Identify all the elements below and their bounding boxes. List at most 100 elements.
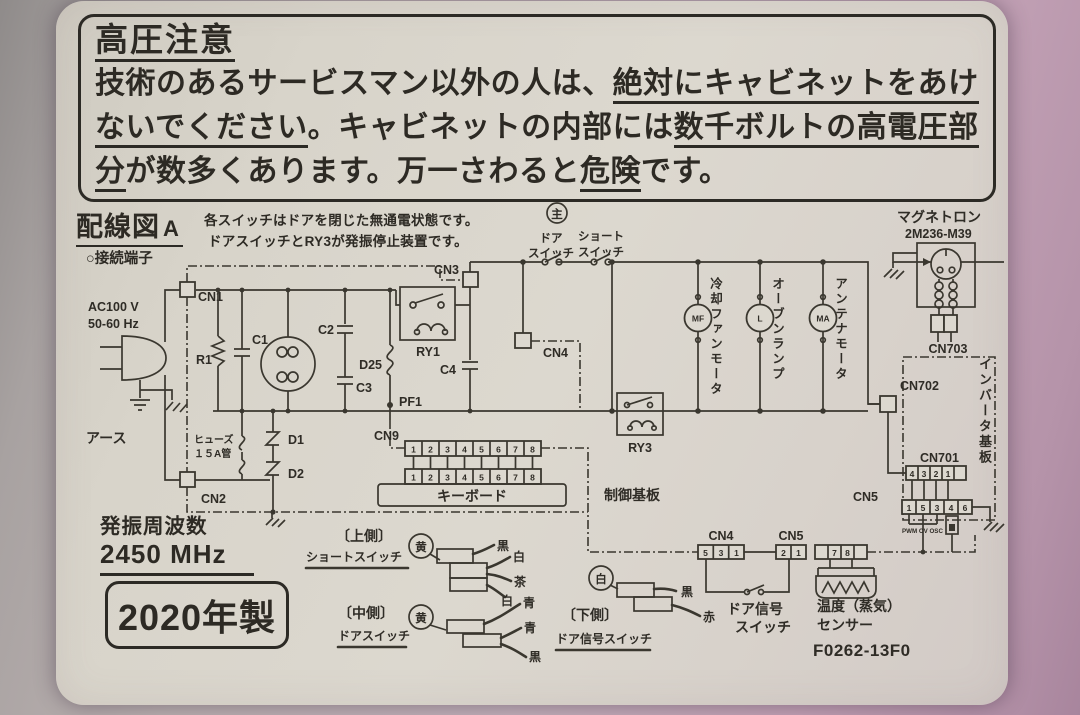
earth-ground-icon bbox=[130, 399, 150, 411]
wire-color: 茶 bbox=[513, 574, 527, 589]
r1-label: R1 bbox=[196, 353, 212, 367]
kb-pin: 8 bbox=[530, 445, 535, 455]
switch-detail-upper: 〔上側〕 ショートスイッチ 黄 黒 白 茶 白 bbox=[304, 528, 527, 608]
d25-label: D25 bbox=[359, 358, 382, 372]
sensor-section: 7 8 温度（蒸気） センサー F0262-13F0 bbox=[813, 535, 976, 660]
c1-label: C1 bbox=[252, 333, 268, 347]
c1-capacitor bbox=[234, 290, 250, 411]
door-switch-contact bbox=[544, 253, 562, 263]
door-signal-contact bbox=[746, 584, 765, 593]
sensor-pin: 7 bbox=[832, 548, 837, 558]
motor-loads: MF L MA bbox=[683, 259, 838, 414]
sensor-pin: 8 bbox=[845, 548, 850, 558]
door-switch-label-1: ドア bbox=[540, 232, 563, 245]
thermistor-zigzag bbox=[821, 580, 870, 595]
warning-box: 高圧注意 技術のあるサービスマン以外の人は、絶対にキャビネットをあけ ないでくだ… bbox=[78, 14, 996, 202]
tag-color: 白 bbox=[595, 572, 607, 586]
magnetron-ground-icon bbox=[883, 262, 905, 280]
oven-lamp-label: オーブンランプ bbox=[770, 277, 784, 382]
arrow-icon bbox=[923, 258, 931, 266]
sensor-label-2: センサー bbox=[817, 617, 873, 633]
d25-varistor bbox=[386, 290, 394, 411]
chassis-ground-icon bbox=[165, 401, 188, 413]
ry3-label: RY3 bbox=[628, 441, 652, 455]
fan-motor-symbol: MF bbox=[692, 314, 704, 324]
oven-lamp-icon bbox=[745, 303, 775, 333]
cn701-pin: 4 bbox=[910, 469, 915, 479]
cooling-fan-motor-label: 冷却ファンモータ bbox=[708, 277, 722, 397]
door-signal-label-2: スイッチ bbox=[735, 619, 791, 635]
main-mark: 主 bbox=[551, 207, 563, 221]
inverter-board: CN702 CN701 4 3 2 1 CN5 1 5 3 4 6 PWM OV… bbox=[853, 356, 1005, 552]
fan-motor-icon bbox=[683, 303, 713, 333]
switch-body bbox=[436, 548, 474, 564]
antenna-motor-icon bbox=[808, 303, 838, 333]
ds-cn5-label: CN5 bbox=[778, 529, 803, 543]
cn2-label: CN2 bbox=[201, 492, 226, 506]
magnetron-model: 2M236-M39 bbox=[905, 227, 972, 241]
ry1-relay bbox=[399, 286, 456, 341]
keyboard-label: キーボード bbox=[437, 488, 507, 504]
magnetron-section: マグネトロン 2M236-M39 CN703 bbox=[883, 209, 1004, 356]
keyboard-box bbox=[377, 483, 567, 507]
cn4-connector bbox=[514, 332, 532, 349]
warning-line-2: ないでください。キャビネットの内部には数千ボルトの高電圧部 bbox=[95, 106, 979, 150]
primary-circuit: R1 C1 C2 C3 D25 PF1 ヒューズ １５А管 D1 D2 bbox=[194, 287, 868, 515]
part-number: F0262-13F0 bbox=[813, 641, 911, 660]
cn701-pin: 2 bbox=[934, 469, 939, 479]
door-switch-label-2: スイッチ bbox=[528, 247, 574, 260]
main-mark-circle bbox=[546, 202, 568, 224]
cn3-connector bbox=[462, 271, 479, 288]
cn703-label: CN703 bbox=[929, 342, 968, 356]
d2-label: D2 bbox=[288, 467, 304, 481]
kb-pin: 1 bbox=[411, 445, 416, 455]
warning-line-1: 技術のあるサービスマン以外の人は、絶対にキャビネットをあけ bbox=[95, 62, 979, 106]
inverter-board-label: インバータ基板 bbox=[977, 357, 992, 466]
oven-lamp-symbol: L bbox=[757, 314, 762, 324]
ds-pin: 1 bbox=[734, 548, 739, 558]
cn701-label: CN701 bbox=[920, 451, 959, 465]
c2-c3-capacitors bbox=[337, 290, 353, 411]
kb-pin: 7 bbox=[513, 473, 518, 483]
cn5-pin: 1 bbox=[907, 503, 912, 513]
d1-d2-diodes bbox=[263, 411, 282, 512]
ac-inlet-circuit: AC100 V 50-60 Hz アース bbox=[86, 289, 188, 481]
top-line-switches: 主 ドア スイッチ ショート スイッチ CN4 bbox=[470, 202, 880, 414]
middle-name-label: ドアスイッチ bbox=[338, 629, 410, 643]
wire-color: 黒 bbox=[497, 539, 509, 553]
cn9-label: CN9 bbox=[374, 429, 399, 443]
plug-prongs bbox=[100, 346, 122, 370]
cn701-pin: 3 bbox=[922, 469, 927, 479]
cn702-connector bbox=[879, 395, 897, 413]
inverter-ground-icon bbox=[972, 506, 1005, 533]
kb-pin: 2 bbox=[428, 473, 433, 483]
control-board-dashdot bbox=[541, 447, 698, 553]
tag-color: 黄 bbox=[415, 611, 427, 625]
line-connectors: CN1 CN2 bbox=[179, 265, 588, 528]
switch-body bbox=[449, 577, 488, 592]
keyboard-section: CN9 1 2 3 4 5 6 7 8 1 2 3 4 5 6 7 8 キーボー… bbox=[374, 411, 698, 553]
antenna-motor-label: アンテナモータ bbox=[833, 277, 847, 382]
frequency-value: 2450 MHz bbox=[100, 539, 227, 569]
cn701-pin: 1 bbox=[946, 469, 951, 479]
pf1-label: PF1 bbox=[399, 395, 422, 409]
diagram-note-1: 各スイッチはドアを閉じた無通電状態です。 bbox=[204, 213, 479, 228]
ac-frequency-label: 50-60 Hz bbox=[88, 317, 139, 331]
relay3-section: RY3 bbox=[616, 392, 664, 455]
thermistor-body bbox=[815, 575, 877, 599]
fuse-branch bbox=[195, 411, 270, 481]
cn5-inverter-label: CN5 bbox=[853, 490, 878, 504]
earth-wire bbox=[139, 380, 173, 400]
switch-body bbox=[446, 619, 485, 634]
frequency-label: 発振周波数 bbox=[100, 515, 208, 538]
door-signal-section: CN4 5 3 1 CN5 2 1 ドア信号 スイッチ bbox=[697, 529, 807, 635]
kb-pin: 7 bbox=[513, 445, 518, 455]
cn5-pin: 4 bbox=[949, 503, 954, 513]
signal-ground-icon bbox=[265, 512, 286, 528]
kb-pin: 3 bbox=[445, 473, 450, 483]
wire-color: 白 bbox=[513, 549, 525, 564]
kb-pin: 4 bbox=[462, 445, 467, 455]
c3-label: C3 bbox=[356, 381, 372, 395]
